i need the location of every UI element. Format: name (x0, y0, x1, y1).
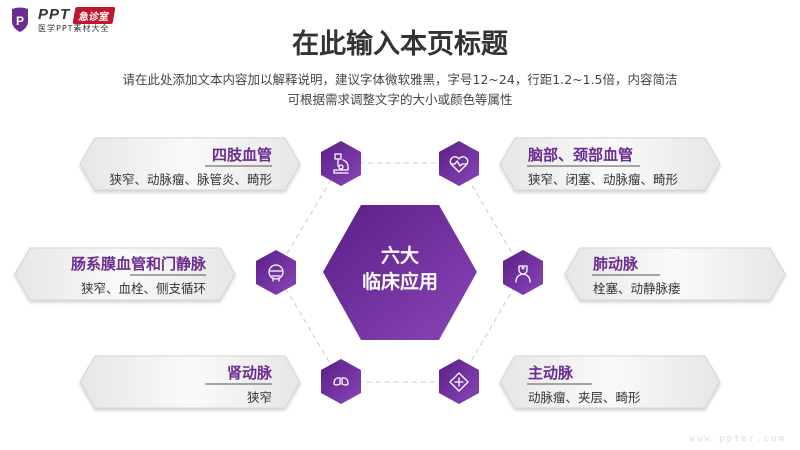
nurse-icon (515, 265, 531, 283)
card-subtitle: 动脉瘤、夹层、畸形 (528, 390, 641, 405)
card-bg-3 (14, 247, 236, 301)
card-subtitle: 狭窄、动脉瘤、脉管炎、畸形 (109, 172, 272, 187)
card-bg-4 (564, 247, 786, 301)
icon-hex-4 (503, 250, 543, 295)
card-bg-1 (79, 137, 301, 191)
description-line-1: 请在此处添加文本内容加以解释说明，建议字体微软雅黑，字号12~24，行距1.2~… (122, 72, 678, 87)
card-title: 脑部、颈部血管 (528, 146, 634, 164)
card-limb-vessels: 四肢血管 狭窄、动脉瘤、脉管炎、畸形 (109, 144, 272, 188)
lungs-icon (333, 377, 349, 386)
center-line-1: 六大 (380, 245, 419, 267)
card-subtitle: 狭窄 (246, 390, 272, 405)
microscope-icon (333, 153, 349, 174)
card-subtitle: 狭窄、血栓、侧支循环 (80, 281, 206, 296)
card-pulmonary-artery: 肺动脉 栓塞、动静脉瘘 (593, 253, 681, 297)
watermark: www.ppter.com (689, 434, 786, 444)
page-title: 在此输入本页标题 (292, 29, 508, 60)
heart-pulse-icon (449, 156, 469, 173)
icon-hex-1 (321, 141, 361, 186)
center-label: 六大 临床应用 (323, 243, 477, 295)
icon-hex-3 (256, 250, 296, 295)
ct-scanner-icon (268, 264, 284, 282)
card-title: 肺动脉 (593, 255, 639, 273)
card-title: 四肢血管 (211, 146, 272, 164)
svg-text:P: P (16, 14, 24, 28)
description-line-2: 可根据需求调整文字的大小或颜色等属性 (287, 92, 513, 107)
icon-hex-5 (321, 359, 361, 404)
card-title: 主动脉 (528, 364, 574, 382)
logo-shield-icon: P (12, 7, 28, 32)
center-line-2: 临床应用 (361, 271, 438, 293)
card-bg-5 (79, 355, 301, 409)
medical-cross-icon (449, 372, 469, 392)
card-subtitle: 栓塞、动静脉瘘 (593, 281, 681, 296)
card-brain-neck-vessels: 脑部、颈部血管 狭窄、闭塞、动脉瘤、畸形 (528, 144, 678, 188)
card-mesenteric-portal: 肠系膜血管和门静脉 狭窄、血栓、侧支循环 (71, 253, 206, 297)
center-hexagon (323, 205, 477, 340)
page-description: 请在此处添加文本内容加以解释说明，建议字体微软雅黑，字号12~24，行距1.2~… (0, 70, 800, 110)
logo-brand: PPT (38, 6, 71, 23)
card-title: 肾动脉 (226, 364, 272, 382)
card-bg-6 (499, 355, 721, 409)
card-aorta: 主动脉 动脉瘤、夹层、畸形 (528, 362, 641, 406)
card-title: 肠系膜血管和门静脉 (70, 255, 206, 273)
card-bg-2 (499, 137, 721, 191)
card-subtitle: 狭窄、闭塞、动脉瘤、畸形 (528, 172, 679, 187)
card-renal-artery: 肾动脉 狭窄 (227, 362, 272, 406)
logo-subtitle: 医学PPT素材大全 (38, 24, 110, 33)
